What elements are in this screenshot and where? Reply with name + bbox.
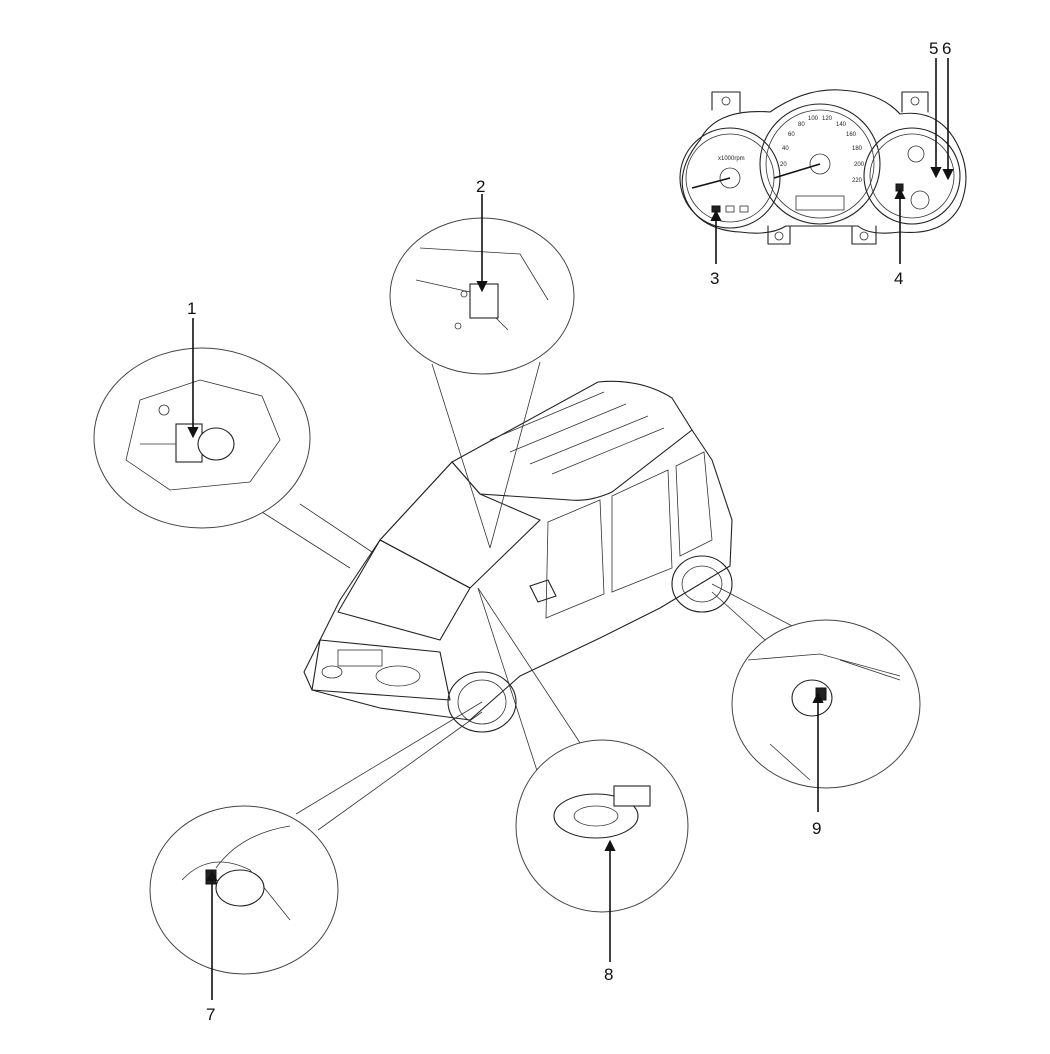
speed-tick-label: 20 xyxy=(780,162,787,168)
speed-tick-label: 120 xyxy=(822,116,833,122)
detail-bubble-8 xyxy=(477,587,689,962)
callout-5: 5 xyxy=(929,39,938,58)
cluster-callouts xyxy=(710,58,954,264)
callout-labels: 1 2 3 4 5 6 7 8 9 xyxy=(187,39,951,1024)
callout-1: 1 xyxy=(187,299,196,318)
speed-tick-label: 180 xyxy=(852,146,863,152)
speed-tick-label: 220 xyxy=(852,178,863,184)
callout-6: 6 xyxy=(942,39,951,58)
callout-2: 2 xyxy=(476,177,485,196)
speed-tick-label: 160 xyxy=(846,132,857,138)
speed-tick-labels: 20 40 60 80 100 120 140 160 180 200 220 xyxy=(780,116,865,184)
callout-7: 7 xyxy=(206,1005,215,1024)
speed-tick-label: 140 xyxy=(836,122,847,128)
detail-bubble-2 xyxy=(389,194,575,549)
vehicle-body xyxy=(303,380,733,733)
speed-tick-label: 100 xyxy=(808,116,819,122)
speed-tick-label: 60 xyxy=(788,132,795,138)
callout-3: 3 xyxy=(710,269,719,288)
speed-tick-label: 80 xyxy=(798,122,805,128)
detail-bubble-9 xyxy=(711,583,921,812)
tach-unit-label: x1000rpm xyxy=(718,156,745,162)
detail-bubble-7 xyxy=(149,701,483,1000)
callout-8: 8 xyxy=(604,965,613,984)
speed-tick-label: 200 xyxy=(854,162,865,168)
callout-4: 4 xyxy=(894,269,903,288)
speed-tick-label: 40 xyxy=(782,146,789,152)
callout-9: 9 xyxy=(812,819,821,838)
instrument-cluster: x1000rpm xyxy=(679,89,967,245)
detail-bubble-1 xyxy=(93,318,373,569)
